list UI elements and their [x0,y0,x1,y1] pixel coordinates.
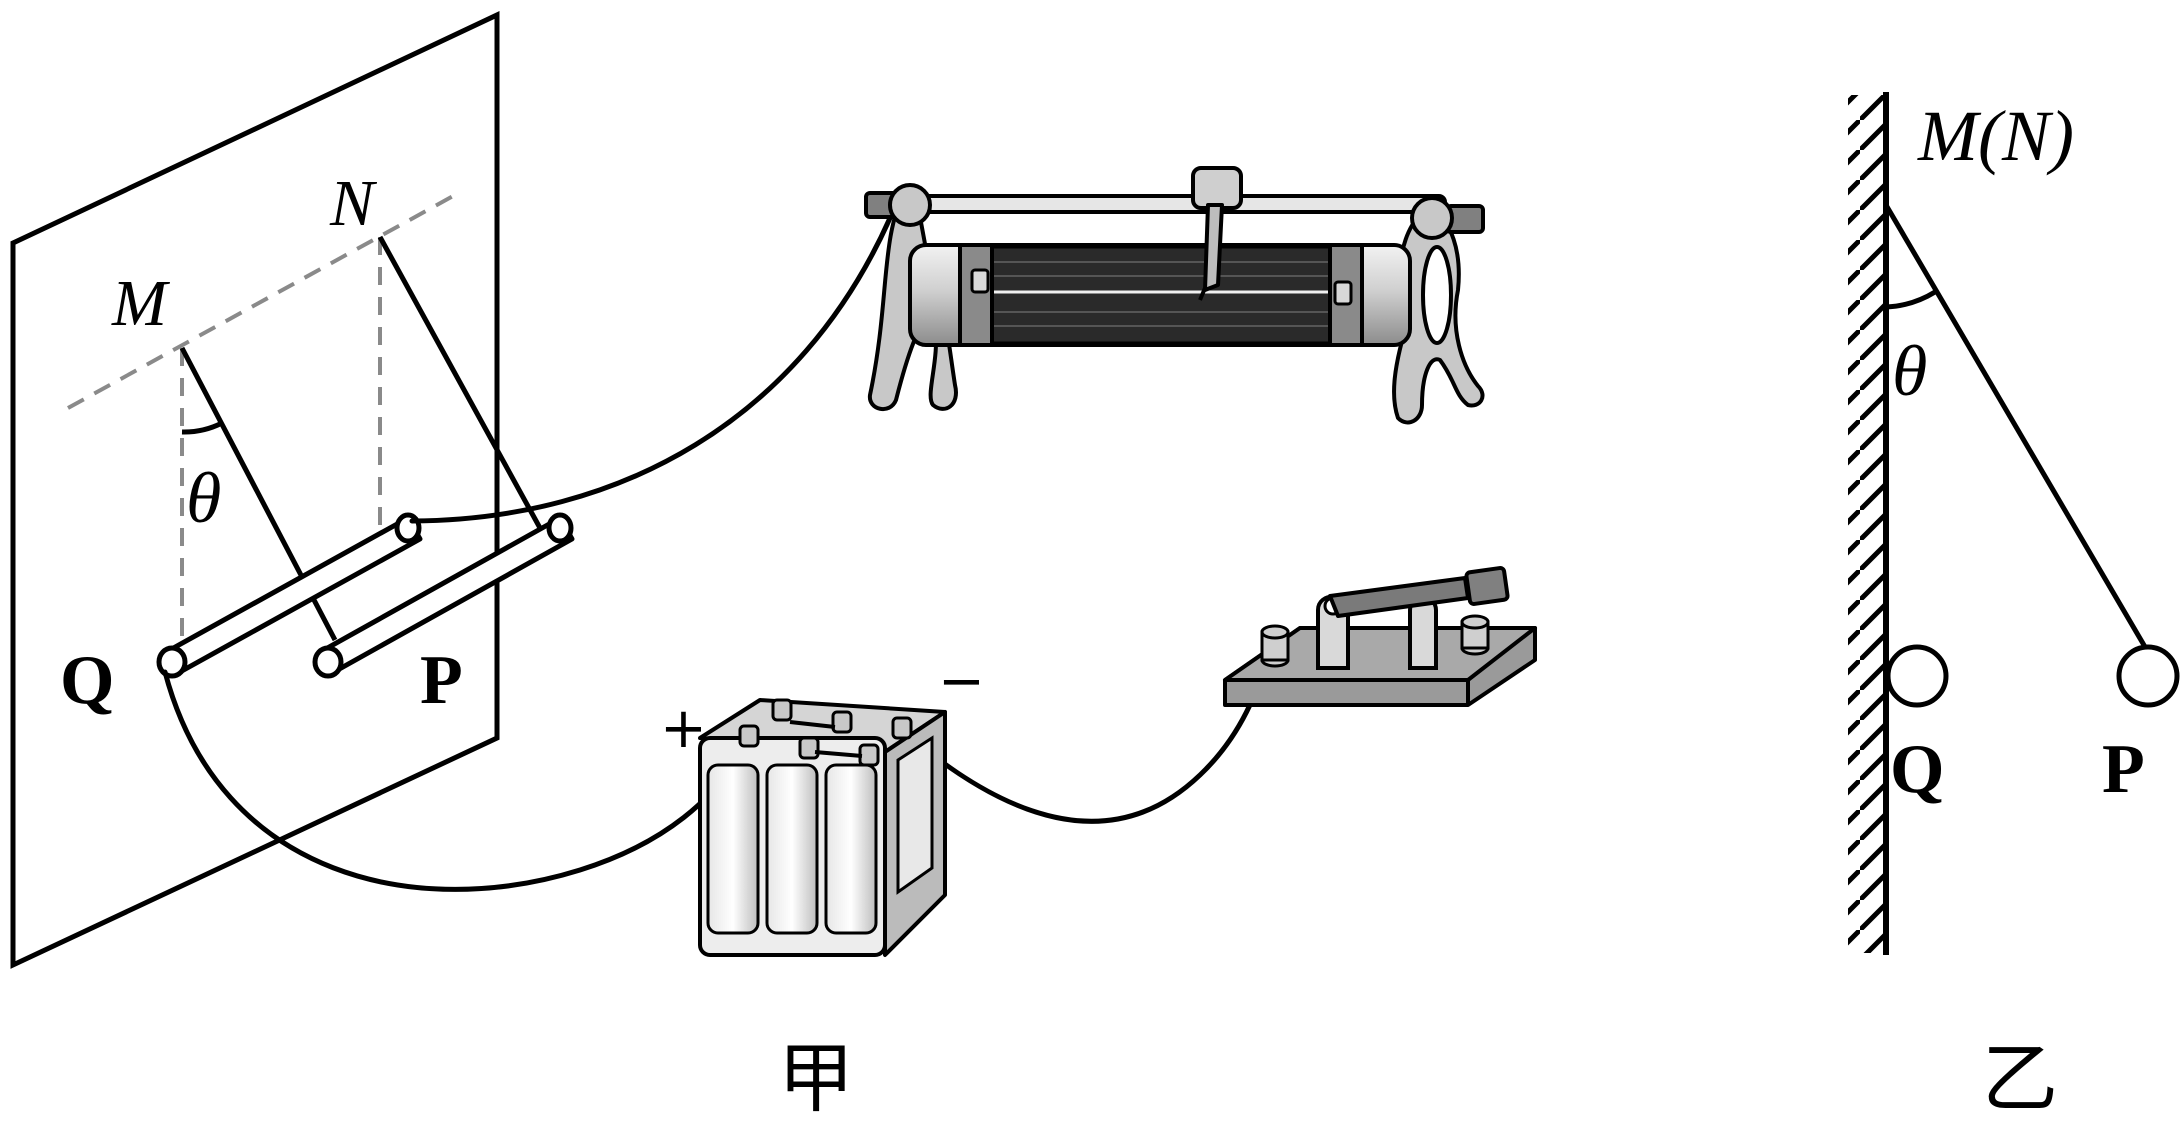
wall-hatching [1848,95,1886,953]
label-m: M [111,267,171,340]
figure-yi: M(N) θ Q P 乙 [1848,92,2180,1123]
rod-q [156,512,423,679]
knife-switch [1223,566,1537,707]
label-p-yi: P [2102,731,2145,808]
thread-p [1883,203,2151,654]
sliding-rheostat [864,166,1485,425]
angle-arc [181,420,224,435]
label-theta: θ [186,458,221,538]
figure-jia: M N θ Q P [10,11,1537,1123]
dashed-guides [67,193,456,640]
label-q-yi: Q [1890,731,1944,808]
rod-p [312,512,575,679]
vertical-board [10,11,500,969]
caption-jia: 甲 [778,1034,854,1123]
label-p: P [420,642,463,719]
label-q: Q [60,642,114,719]
battery-plus-label: + [660,696,707,761]
rod-q-section [1885,644,1949,708]
rod-p-section [2116,644,2180,708]
battery-minus-label: − [938,649,985,714]
caption-yi: 乙 [1982,1034,2058,1123]
label-n: N [329,167,378,240]
pivot-label: M(N) [1917,96,2074,176]
battery-pack [698,698,947,957]
label-theta-yi: θ [1892,331,1927,411]
angle-arc-yi [1885,289,1937,310]
